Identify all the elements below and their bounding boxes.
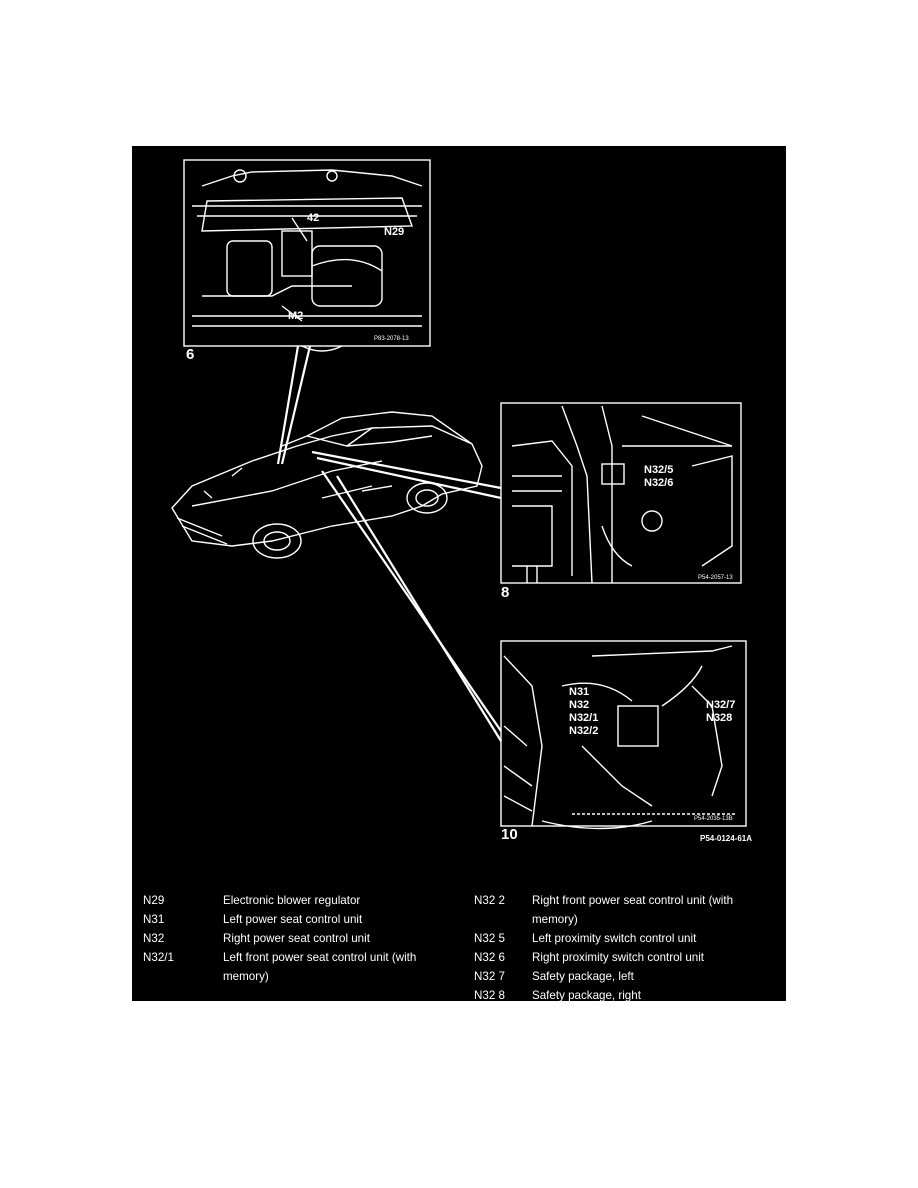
legend-code: N32 7 [474,970,505,983]
callout-n32-1: N32/1 [569,712,599,724]
panel-8-number: 8 [501,584,510,601]
legend-description: Right front power seat control unit (wit… [532,894,734,926]
legend-row: N32 Right power seat control unit [143,929,461,948]
legend-row: N32 8 Safety package, right [474,986,774,1005]
panel-6-frame [183,159,431,347]
legend-description: Right power seat control unit [223,932,370,945]
panel-10-number: 10 [501,826,518,843]
leader-lines [276,345,502,742]
callout-42: 42 [307,212,320,224]
legend-row: N31 Left power seat control unit [143,910,461,929]
legend-code: N29 [143,894,165,907]
callout-n31: N31 [569,686,590,698]
legend-code: N32/1 [143,951,174,964]
panel-10-reference: P54-2035-13B [694,816,733,822]
legend-code: N32 2 [474,894,505,907]
callout-n32-2: N32/2 [569,725,599,737]
legend-description: Left proximity switch control unit [532,932,697,945]
callout-n32-7: N32/7 [706,699,736,711]
callout-n328: N328 [706,712,733,724]
callout-n32: N32 [569,699,590,711]
diagram-plate: 42 N29 M2 P83-2078-13 6 N32/5 N32/6 P54-… [132,146,786,1002]
legend-description: Electronic blower regulator [223,894,361,907]
legend-row: N32 7 Safety package, left [474,967,774,986]
legend-left-column: N29 Electronic blower regulator N31 Left p… [143,891,461,986]
legend-description: Left power seat control unit [223,913,363,926]
legend-row: N32 2 Right front power seat control unit… [474,891,774,929]
legend-code: N32 [143,932,165,945]
legend-code: N32 5 [474,932,505,945]
legend-description: Right proximity switch control unit [532,951,705,964]
callout-m2: M2 [288,310,304,322]
legend-row: N32 6 Right proximity switch control unit [474,948,774,967]
panel-6-number: 6 [186,346,195,363]
legend-row: N32 5 Left proximity switch control unit [474,929,774,948]
component-location-illustration [171,159,747,830]
legend-row: N29 Electronic blower regulator [143,891,461,910]
car-illustration [171,411,483,559]
callout-n29: N29 [384,226,405,238]
legend-code: N32 6 [474,951,505,964]
panel-6-reference: P83-2078-13 [374,336,409,342]
legend-description: Safety package, right [532,989,641,1002]
legend-description: Left front power seat control unit (with… [223,951,417,983]
panel-8-reference: P54-2057-13 [698,575,733,581]
legend-code: N32 8 [474,989,505,1002]
callout-n32-6: N32/6 [644,477,674,489]
panel-10-frame [500,640,747,827]
legend-description: Safety package, left [532,970,634,983]
legend-row: N32/1 Left front power seat control unit … [143,948,461,986]
figure-reference: P54-0124-61A [700,834,753,843]
legend-code: N31 [143,913,165,926]
legend-right-column: N32 2 Right front power seat control unit… [474,891,774,1005]
panel-8-frame [500,402,742,584]
callout-n32-5: N32/5 [644,464,674,476]
